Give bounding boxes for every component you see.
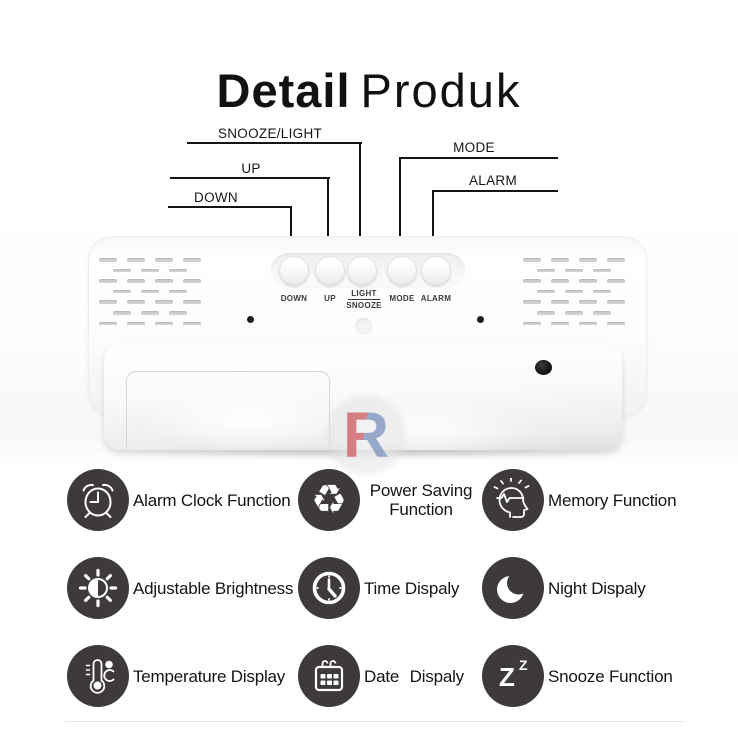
reset-recess <box>355 318 372 335</box>
battery-door-seam <box>126 371 330 450</box>
callout-line-up <box>170 177 330 179</box>
feature-time-display: Time Dispaly <box>298 544 482 632</box>
button-label-down: DOWN <box>280 294 308 303</box>
feature-brightness: Adjustable Brightness <box>67 544 298 632</box>
callout-line-alarm-drop <box>432 190 434 242</box>
feature-label: Memory Function <box>548 490 677 510</box>
memory-icon <box>482 469 544 531</box>
title-light: Produk <box>360 64 522 118</box>
button-label-mode: MODE <box>389 294 415 303</box>
feature-label: Time Dispaly <box>364 578 460 598</box>
feature-snooze: Z Z Snooze Function <box>482 632 720 720</box>
thermometer-icon <box>67 645 129 707</box>
feature-label: Alarm Clock Function <box>133 490 291 510</box>
moon-icon <box>482 557 544 619</box>
brightness-icon <box>67 557 129 619</box>
feature-date-display: Date Dispaly <box>298 632 482 720</box>
callout-label-up: UP <box>241 161 261 176</box>
screw-hole-right <box>477 316 484 323</box>
callout-line-mode <box>399 157 558 159</box>
label-divider <box>348 299 380 300</box>
feature-label: Night Dispaly <box>548 578 646 598</box>
button-label-light-snooze: LIGHT SNOOZE <box>342 289 386 310</box>
bottom-divider <box>65 721 685 722</box>
callout-line-down <box>168 206 292 208</box>
feature-label: Adjustable Brightness <box>133 578 294 598</box>
svg-text:Z: Z <box>519 657 528 673</box>
recycle-glyph: ♻ <box>311 477 347 523</box>
callout-label-snooze-light: SNOOZE/LIGHT <box>217 126 323 141</box>
callout-line-snooze-light-drop <box>359 142 361 242</box>
alarm-clock-icon <box>67 469 129 531</box>
button-label-alarm: ALARM <box>420 294 452 303</box>
callout-label-down: DOWN <box>194 190 238 205</box>
feature-label: Date Dispaly <box>364 666 464 686</box>
callout-line-up-drop <box>327 177 329 242</box>
clock-button-light-snooze <box>347 256 377 285</box>
callout-line-snooze-light <box>187 142 362 144</box>
callout-label-mode: MODE <box>453 140 495 155</box>
feature-alarm-clock: Alarm Clock Function <box>67 456 298 544</box>
feature-label: Power Saving Function <box>369 481 473 519</box>
button-label-snooze: SNOOZE <box>346 301 382 310</box>
sensor-dot <box>535 360 552 375</box>
callout-line-alarm <box>432 190 558 192</box>
watermark-logo: R <box>323 392 409 478</box>
screw-hole-left <box>247 316 254 323</box>
clock-button-mode <box>387 256 417 285</box>
svg-text:Z: Z <box>499 662 515 692</box>
button-label-up: UP <box>324 294 336 303</box>
clock-button-up <box>315 256 345 285</box>
title-bold: Detail <box>216 64 351 118</box>
speaker-grille-left <box>99 258 207 330</box>
feature-memory: Memory Function <box>482 456 720 544</box>
feature-grid: Alarm Clock Function ♻ Power Saving Func… <box>67 456 720 720</box>
clock-button-alarm <box>421 256 451 285</box>
button-label-light: LIGHT <box>351 289 377 298</box>
clock-button-down <box>279 256 309 285</box>
speaker-grille-right <box>523 258 631 330</box>
calendar-icon <box>298 645 360 707</box>
feature-night-display: Night Dispaly <box>482 544 720 632</box>
clock-icon <box>298 557 360 619</box>
recycle-icon: ♻ <box>298 469 360 531</box>
watermark-letter: R <box>342 399 390 471</box>
feature-label: Temperature Display <box>133 666 286 686</box>
callout-label-alarm: ALARM <box>468 173 517 188</box>
feature-power-saving: ♻ Power Saving Function <box>298 456 482 544</box>
callout-line-down-drop <box>290 206 292 242</box>
feature-label: Snooze Function <box>548 666 673 686</box>
feature-temperature: Temperature Display <box>67 632 298 720</box>
zz-icon: Z Z <box>482 645 544 707</box>
callout-line-mode-drop <box>399 157 401 242</box>
